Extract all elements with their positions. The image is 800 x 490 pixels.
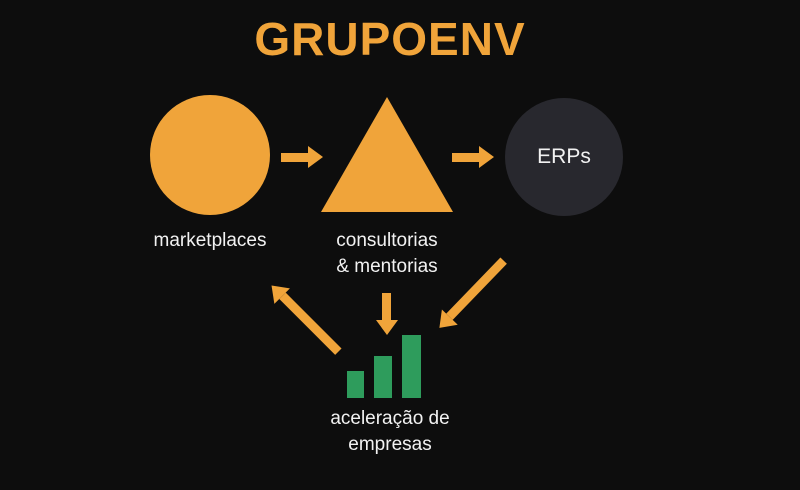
arrow-shaft bbox=[452, 152, 479, 162]
consultorias-label-line2: & mentorias bbox=[336, 255, 438, 277]
arrow-consultorias-to-aceleracao bbox=[375, 293, 399, 335]
erps-label: ERPs bbox=[537, 145, 591, 168]
consultorias-label: consultorias & mentorias bbox=[297, 228, 477, 279]
erps-circle-shape: ERPs bbox=[505, 98, 623, 216]
arrow-shaft bbox=[382, 293, 392, 320]
marketplaces-label: marketplaces bbox=[153, 230, 267, 251]
arrow-shaft bbox=[281, 152, 308, 162]
aceleracao-label: aceleração de empresas bbox=[290, 406, 490, 457]
marketplaces-circle-shape bbox=[150, 95, 270, 215]
arrow-head-icon bbox=[479, 146, 494, 168]
arrow-consultorias-to-erps bbox=[452, 145, 494, 169]
bar-chart-bar-tall bbox=[402, 335, 421, 398]
page-title: GRUPOENV bbox=[254, 13, 526, 65]
bar-chart-bar-medium bbox=[374, 356, 392, 398]
arrow-marketplaces-to-consultorias bbox=[281, 145, 323, 169]
bar-chart-icon bbox=[347, 335, 421, 398]
arrow-head-icon bbox=[376, 320, 398, 335]
consultorias-label-line1: consultorias bbox=[336, 230, 438, 251]
arrow-head-icon bbox=[308, 146, 323, 168]
aceleracao-label-line1: aceleração de bbox=[330, 408, 450, 429]
arrow-aceleracao-to-marketplaces bbox=[263, 277, 346, 360]
consultorias-triangle-shape bbox=[321, 97, 453, 212]
arrow-shaft bbox=[278, 292, 342, 356]
aceleracao-label-line2: empresas bbox=[348, 433, 432, 455]
bar-chart-bar-small bbox=[347, 371, 364, 398]
